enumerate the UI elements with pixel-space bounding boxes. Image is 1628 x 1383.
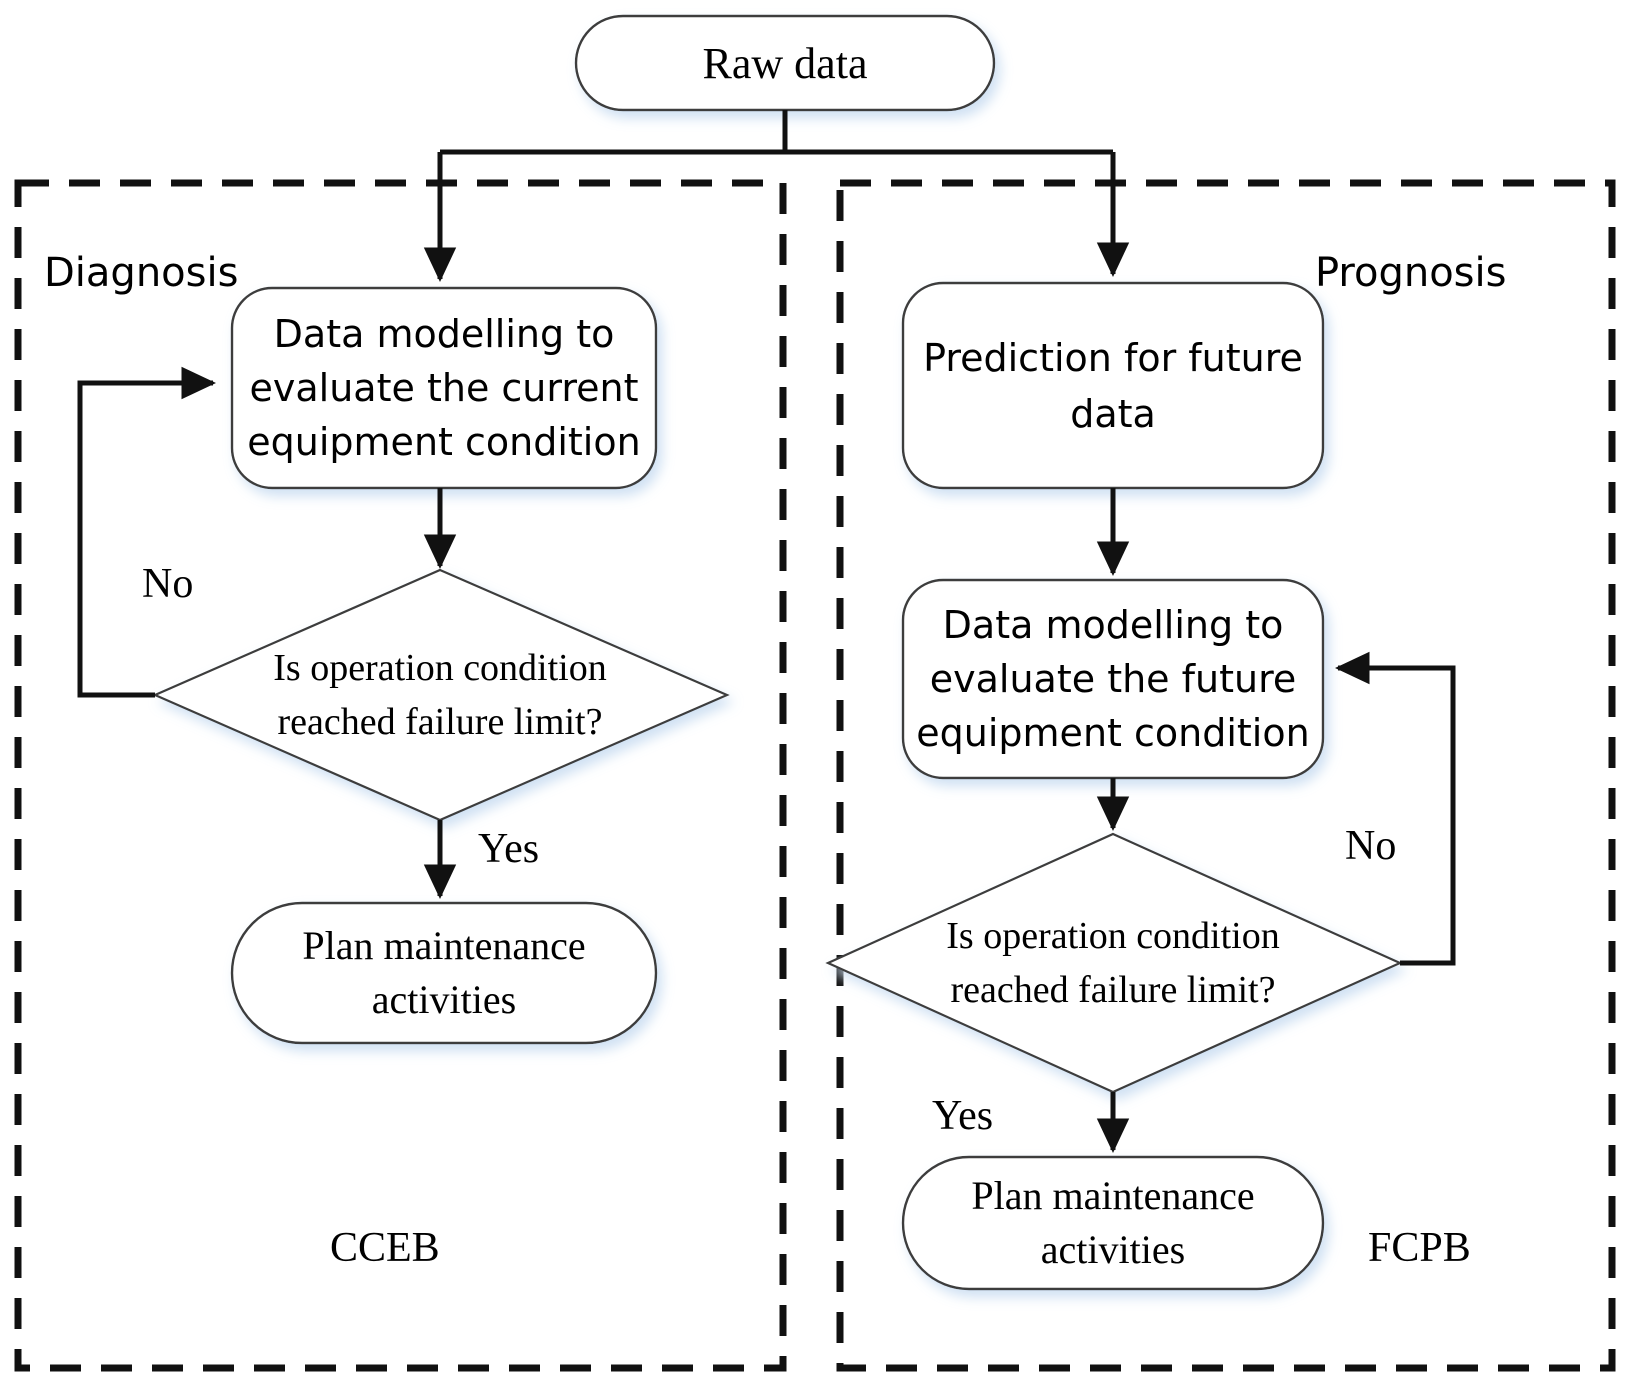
edge-label-right-no: No [1345, 823, 1397, 869]
edge-label-right-yes: Yes [932, 1093, 994, 1139]
connector-left-feedback-no [77, 366, 216, 698]
group-title-prognosis: Prognosis [1315, 250, 1507, 296]
node-shape-right-prediction[interactable] [901, 281, 1325, 490]
edge-label-left-yes: Yes [478, 826, 540, 872]
group-footer-fcpb: FCPB [1368, 1225, 1471, 1271]
edge-label-left-no: No [142, 561, 194, 607]
group-box-prognosis [836, 179, 1616, 1372]
node-shape-raw-data[interactable] [574, 14, 996, 112]
node-shape-left-decision[interactable] [152, 568, 730, 822]
connector-right-feedback-no [1335, 651, 1456, 966]
node-shape-right-process[interactable] [901, 578, 1325, 780]
node-shape-right-terminal[interactable] [901, 1155, 1325, 1291]
node-shape-left-process[interactable] [230, 286, 658, 490]
node-shape-right-decision[interactable] [825, 832, 1403, 1094]
group-footer-cceb: CCEB [330, 1225, 440, 1271]
group-box-diagnosis [14, 179, 787, 1372]
group-title-diagnosis: Diagnosis [44, 250, 239, 296]
node-shape-left-terminal[interactable] [230, 901, 658, 1045]
